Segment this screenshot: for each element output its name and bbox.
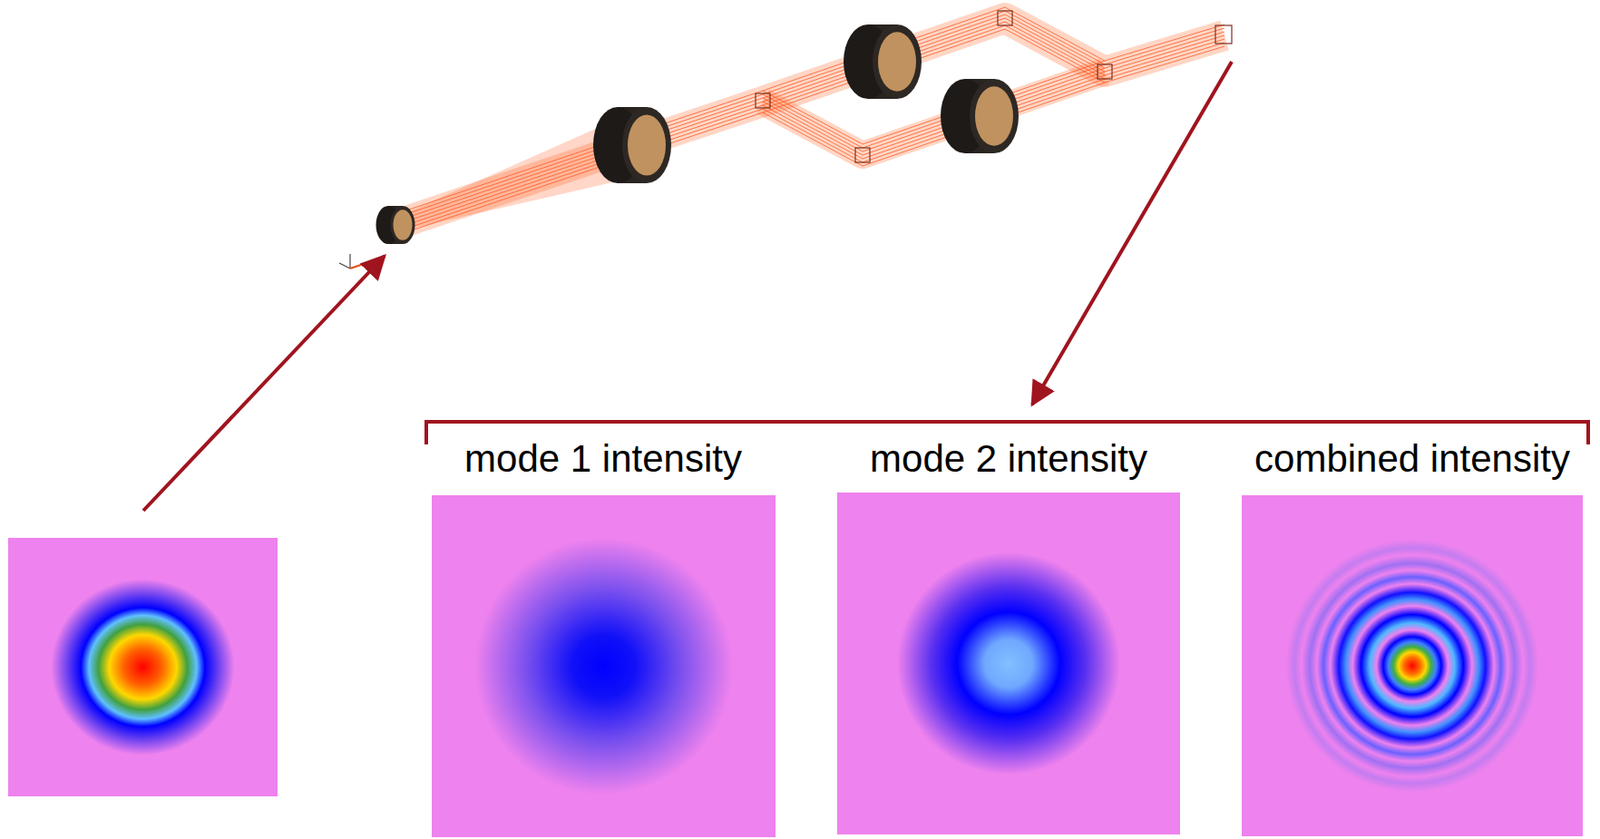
- lens: [940, 78, 1019, 154]
- ray: [395, 25, 1225, 233]
- ray: [762, 68, 1105, 152]
- ray: [762, 78, 1105, 163]
- ray: [762, 75, 1105, 159]
- panel-heading: mode 2 intensity: [837, 437, 1181, 481]
- intensity-panel: combined intensity: [1241, 437, 1583, 837]
- mode2-panel: [837, 492, 1181, 835]
- ray: [762, 82, 1105, 166]
- panel-heading: combined intensity: [1241, 437, 1583, 481]
- ray: [762, 71, 1105, 156]
- lens: [376, 205, 416, 244]
- intensity-panel: mode 1 intensity: [431, 437, 776, 838]
- combined-panel: [1241, 495, 1583, 837]
- lens: [593, 107, 672, 184]
- beam: [762, 71, 1105, 156]
- mode1-panel: [431, 495, 776, 838]
- ray: [762, 60, 1105, 145]
- lens: [843, 24, 922, 99]
- input-beam-panel: [8, 537, 278, 797]
- ray: [395, 29, 1225, 236]
- ray: [762, 64, 1105, 148]
- intensity-panel: mode 2 intensity: [837, 437, 1181, 835]
- panel-heading: mode 1 intensity: [431, 437, 776, 481]
